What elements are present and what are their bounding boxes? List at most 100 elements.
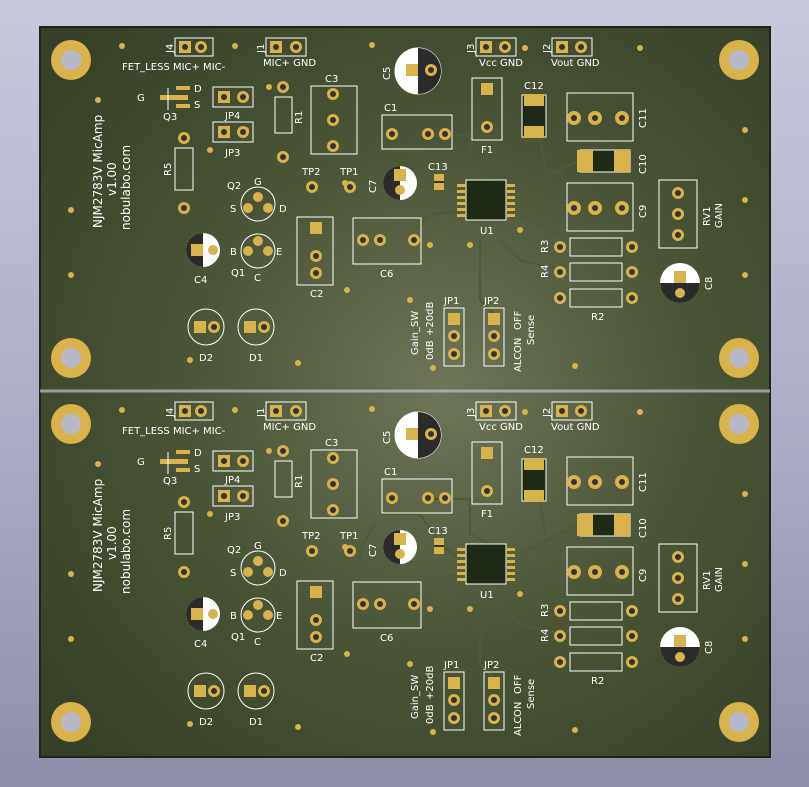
silk-jp4: JP4 xyxy=(224,111,240,122)
silk-c4: C4 xyxy=(194,639,207,650)
silk-sense: Sense xyxy=(526,679,537,709)
silk-0db: 0dB xyxy=(425,340,436,360)
silk-j3: J3 xyxy=(466,44,477,54)
silk-j3: J3 xyxy=(466,408,477,418)
silk-s: S xyxy=(194,464,200,475)
silk-c9: C9 xyxy=(638,205,649,218)
silk-j4-pins: FET_LESS MIC+ MIC- xyxy=(122,426,226,437)
silk-c6: C6 xyxy=(380,633,393,644)
silk-plus20db: +20dB xyxy=(425,302,436,336)
silk-c4: C4 xyxy=(194,275,207,286)
silk-c3: C3 xyxy=(325,74,338,85)
silk-c13: C13 xyxy=(428,162,448,173)
silk-c9: C9 xyxy=(638,569,649,582)
silk-q1-e: E xyxy=(276,611,282,622)
silk-on: ON xyxy=(513,338,524,353)
silk-tp1: TP1 xyxy=(339,531,359,542)
silk-c5: C5 xyxy=(382,67,393,80)
silk-r5: R5 xyxy=(163,527,174,540)
silk-version: v1.00 xyxy=(105,526,119,560)
silk-on: ON xyxy=(513,702,524,717)
silk-d: D xyxy=(194,448,202,459)
silk-r3: R3 xyxy=(540,240,551,253)
silk-jp3: JP3 xyxy=(224,512,240,523)
silk-c7: C7 xyxy=(368,180,379,193)
silk-c11: C11 xyxy=(638,472,649,492)
pcb-panel-bottom: FET_LESS MIC+ MIC- J4 MIC+ GND J1 Vcc GN… xyxy=(49,400,761,744)
silk-j4: J4 xyxy=(165,44,176,54)
silk-c2: C2 xyxy=(310,289,323,300)
pcb-panel-top: FET_LESS MIC+ MIC- J4 MIC+ GND J1 Vcc GN… xyxy=(49,36,761,380)
silk-q2: Q2 xyxy=(227,181,241,192)
silk-off: OFF xyxy=(513,310,524,330)
silk-j1-pins: MIC+ GND xyxy=(263,58,316,69)
silk-c2: C2 xyxy=(310,653,323,664)
silk-c10: C10 xyxy=(638,154,649,174)
silk-q2-s: S xyxy=(230,568,236,579)
silk-r1: R1 xyxy=(294,475,305,488)
silk-j3-pins: Vcc GND xyxy=(479,58,523,69)
silk-c3: C3 xyxy=(325,438,338,449)
silk-q2-g: G xyxy=(254,541,262,552)
silk-jp2: JP2 xyxy=(483,296,499,307)
silk-q1-b: B xyxy=(230,247,237,258)
silk-c1: C1 xyxy=(384,103,397,114)
silk-s: S xyxy=(194,100,200,111)
silk-j2: J2 xyxy=(542,44,553,54)
silk-d1: D1 xyxy=(249,717,263,728)
silk-gain: GAIN xyxy=(714,567,725,592)
silk-r3: R3 xyxy=(540,604,551,617)
silk-j1-pins: MIC+ GND xyxy=(263,422,316,433)
silkscreen-labels: FET_LESS MIC+ MIC- J4 MIC+ GND J1 Vcc GN… xyxy=(91,44,725,372)
silk-j2: J2 xyxy=(542,408,553,418)
silk-c11: C11 xyxy=(638,108,649,128)
silk-alc: ALC xyxy=(513,717,524,736)
silk-d: D xyxy=(194,84,202,95)
silk-0db: 0dB xyxy=(425,704,436,724)
silk-q1-e: E xyxy=(276,247,282,258)
silk-plus20db: +20dB xyxy=(425,666,436,700)
silk-r5: R5 xyxy=(163,163,174,176)
silk-c7: C7 xyxy=(368,544,379,557)
silk-r2: R2 xyxy=(591,676,604,687)
silk-jp1: JP1 xyxy=(443,660,459,671)
silk-q2-d: D xyxy=(279,204,287,215)
silk-f1: F1 xyxy=(481,509,493,520)
silk-j1: J1 xyxy=(256,408,267,418)
silk-site: nobulabo.com xyxy=(119,509,133,594)
silk-rv1: RV1 xyxy=(702,206,713,226)
silk-c10: C10 xyxy=(638,518,649,538)
silk-d2: D2 xyxy=(199,353,213,364)
silk-j4-pins: FET_LESS MIC+ MIC- xyxy=(122,62,226,73)
silk-q1: Q1 xyxy=(231,632,245,643)
silk-q2: Q2 xyxy=(227,545,241,556)
silk-q1-b: B xyxy=(230,611,237,622)
silk-alc: ALC xyxy=(513,353,524,372)
silk-title: NJM2783V MicAmp xyxy=(91,479,105,592)
silk-j4: J4 xyxy=(165,408,176,418)
silk-g: G xyxy=(137,457,145,468)
silk-jp4: JP4 xyxy=(224,475,240,486)
silk-q1-c: C xyxy=(254,637,261,648)
silk-jp1: JP1 xyxy=(443,296,459,307)
silk-u1: U1 xyxy=(480,226,494,237)
silk-version: v1.00 xyxy=(105,162,119,196)
silk-j3-pins: Vcc GND xyxy=(479,422,523,433)
silk-q1-c: C xyxy=(254,273,261,284)
silk-c6: C6 xyxy=(380,269,393,280)
silk-site: nobulabo.com xyxy=(119,145,133,230)
silk-c13: C13 xyxy=(428,526,448,537)
silk-c12: C12 xyxy=(524,445,544,456)
silk-q1: Q1 xyxy=(231,268,245,279)
silk-q2-d: D xyxy=(279,568,287,579)
silk-r1: R1 xyxy=(294,111,305,124)
silk-sense: Sense xyxy=(526,315,537,345)
silk-q3: Q3 xyxy=(163,112,177,123)
silk-tp1: TP1 xyxy=(339,167,359,178)
silk-tp2: TP2 xyxy=(301,531,321,542)
silk-r2: R2 xyxy=(591,312,604,323)
silk-c8: C8 xyxy=(704,641,715,654)
silk-f1: F1 xyxy=(481,145,493,156)
silk-r4: R4 xyxy=(540,265,551,278)
